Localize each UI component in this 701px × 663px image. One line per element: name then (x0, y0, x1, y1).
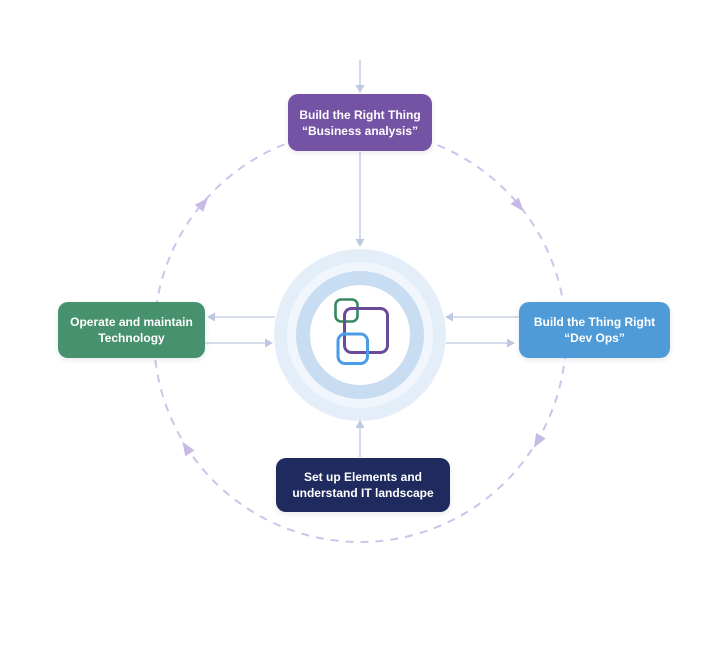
node-build-right-thing: Build the Right Thing “Business analysis… (288, 94, 432, 151)
cycle-arrowhead-top-left-icon (194, 197, 208, 212)
arrow-center-to-right (446, 338, 515, 348)
cycle-arrowhead-bottom-left-icon (182, 441, 195, 457)
arrow-entry-top (355, 60, 365, 93)
node-set-up-elements-line2: understand IT landscape (292, 486, 434, 500)
node-build-thing-right: Build the Thing Right “Dev Ops” (519, 302, 670, 358)
arrow-left-to-center-head-icon (265, 338, 273, 348)
arrow-center-to-right-head-icon (507, 338, 515, 348)
arrow-bottom-to-center (355, 420, 365, 457)
node-operate-maintain-line1: Operate and maintain (70, 315, 193, 329)
arrow-center-to-left (207, 312, 275, 322)
arrow-center-to-left-head-icon (207, 312, 215, 322)
node-build-thing-right-line1: Build the Thing Right (533, 315, 656, 329)
node-build-thing-right-line2: “Dev Ops” (564, 331, 625, 345)
node-build-right-thing-line2: “Business analysis” (301, 123, 419, 138)
cycle-arrowhead-bottom-right-icon (533, 433, 546, 448)
cycle-arrowhead-top-right-icon (510, 197, 524, 212)
node-set-up-elements-line1: Set up Elements and (303, 470, 423, 484)
node-operate-maintain: Operate and maintain Technology (58, 302, 205, 358)
arrow-top-to-center-head-icon (355, 239, 365, 247)
arrow-entry-top-head-icon (355, 85, 365, 93)
arrow-right-to-center (445, 312, 519, 322)
arrow-top-to-center (355, 152, 365, 247)
node-set-up-elements: Set up Elements and understand IT landsc… (276, 458, 450, 512)
arrow-left-to-center (205, 338, 273, 348)
logo-blue-square (336, 332, 369, 365)
arrow-bottom-to-center-head-icon (355, 420, 365, 428)
linked-squares-logo-icon (334, 298, 389, 365)
arrow-right-to-center-head-icon (445, 312, 453, 322)
node-build-right-thing-line1: Build the Right Thing (299, 107, 421, 122)
logo-green-square (334, 298, 359, 323)
node-operate-maintain-line2: Technology (98, 331, 165, 345)
